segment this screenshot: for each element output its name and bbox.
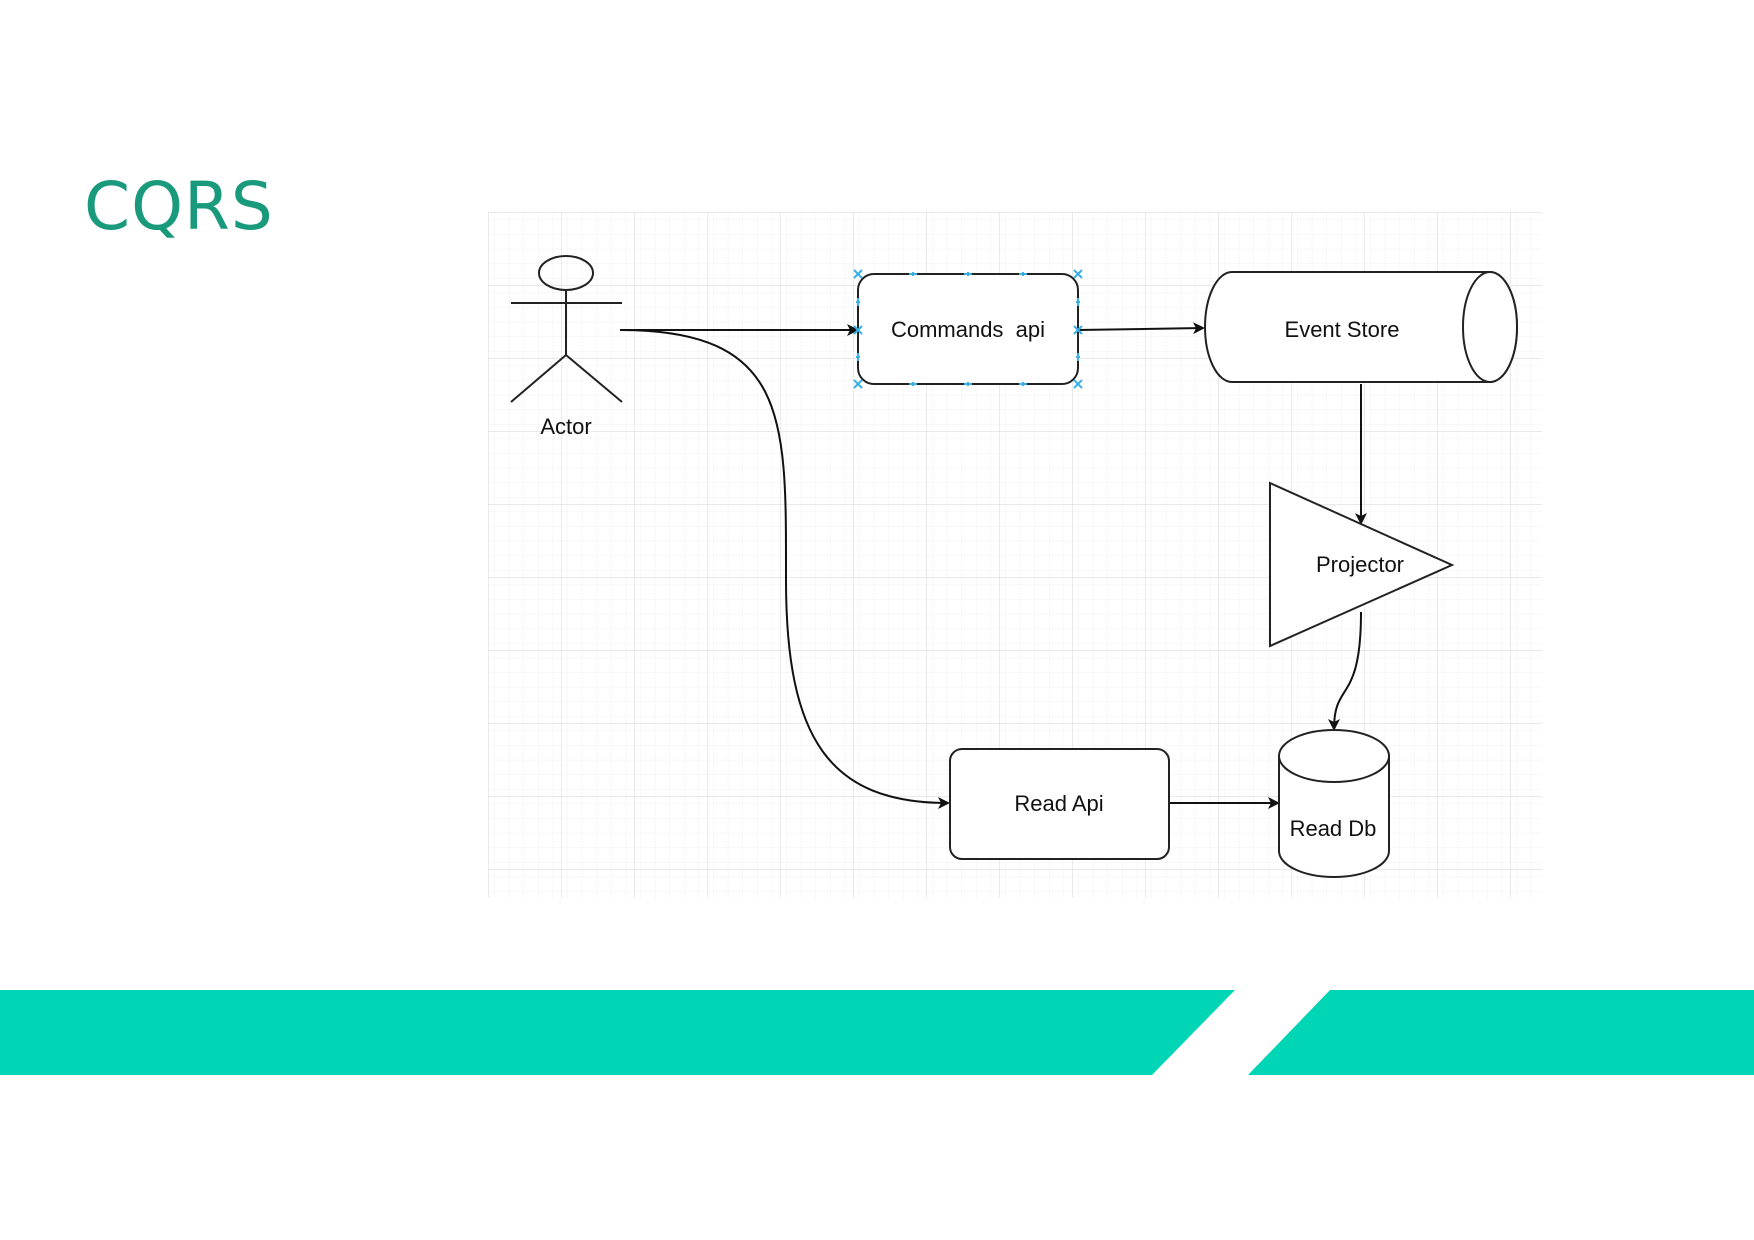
actor-label: Actor: [540, 414, 591, 439]
read-db-node[interactable]: [1278, 729, 1390, 878]
read-api-node[interactable]: [949, 748, 1170, 860]
event-store-label: Event Store: [1285, 317, 1400, 342]
commands-api-node[interactable]: [853, 269, 1083, 389]
edges: [619, 322, 1367, 809]
edge-projector-to-read-db: [1328, 611, 1362, 731]
read-api-label: Read Api: [1014, 791, 1103, 816]
edge-actor-to-read-api: [619, 329, 950, 809]
footer-band-left: [0, 990, 1235, 1075]
projector-node[interactable]: [1269, 481, 1455, 648]
edge-commands-api-to-event-store: [1077, 322, 1205, 335]
actor-node[interactable]: [510, 255, 623, 403]
footer-band-right: [1248, 990, 1754, 1075]
projector-label: Projector: [1316, 552, 1404, 577]
selection-handles[interactable]: [853, 269, 1083, 389]
footer-band: [0, 990, 1754, 1075]
commands-api-label: Commands api: [891, 317, 1045, 342]
event-store-node[interactable]: [1204, 271, 1518, 383]
slide-title: CQRS: [84, 168, 274, 245]
read-db-label: Read Db: [1290, 816, 1377, 841]
